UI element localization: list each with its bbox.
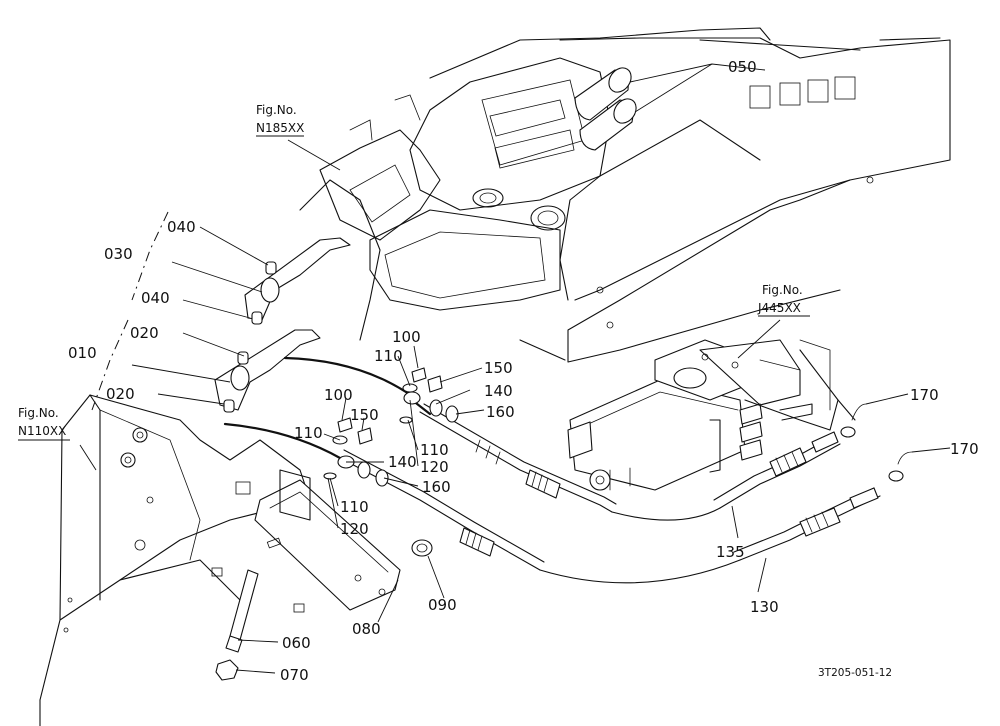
part-label-040-lower: 040 [141, 289, 170, 307]
part-label-140-lower: 140 [388, 453, 417, 471]
part-label-010: 010 [68, 344, 97, 362]
joystick-levers [574, 67, 637, 151]
part-label-130: 130 [750, 598, 779, 616]
part-label-050: 050 [728, 58, 757, 76]
control-valve [567, 339, 856, 491]
part-label-110-mid: 110 [420, 441, 449, 459]
hardware-lower [323, 417, 389, 487]
frame-panel [39, 394, 311, 726]
fig-ref-top-title: Fig.No. [256, 103, 297, 117]
part-label-060: 060 [282, 634, 311, 652]
part-label-040-upper: 040 [167, 218, 196, 236]
part-label-135: 135 [716, 543, 745, 561]
fig-ref-left-title: Fig.No. [18, 406, 59, 420]
fig-ref-right-title: Fig.No. [762, 283, 803, 297]
grommet-090 [411, 539, 433, 557]
part-label-020-upper: 020 [130, 324, 159, 342]
part-label-160-upper: 160 [486, 403, 515, 421]
part-label-120-upper: 120 [420, 458, 449, 476]
clevis-pin-170-lower [888, 451, 913, 482]
nut-070 [215, 659, 239, 681]
part-label-170-lower: 170 [950, 440, 979, 458]
part-label-160-lower: 160 [422, 478, 451, 496]
fig-ref-top-code: N185XX [256, 121, 304, 135]
part-label-020-lower: 020 [106, 385, 135, 403]
part-label-080: 080 [352, 620, 381, 638]
bolt-060 [225, 569, 259, 653]
part-label-110-upper: 110 [374, 347, 403, 365]
part-label-170-upper: 170 [910, 386, 939, 404]
clevis-pin-170-upper [840, 403, 867, 438]
part-label-150-upper: 150 [484, 359, 513, 377]
drawing-code: 3T205-051-12 [818, 667, 892, 679]
part-label-090: 090 [428, 596, 457, 614]
cable-assembly-135 [419, 403, 841, 521]
part-label-070: 070 [280, 666, 309, 684]
part-label-140-upper: 140 [484, 382, 513, 400]
cable-130 [223, 422, 342, 460]
part-label-110-left: 110 [294, 424, 323, 442]
fig-ref-left-code: N110XX [18, 424, 66, 438]
console-body [299, 27, 951, 363]
reference-line-030 [131, 211, 169, 301]
part-label-030: 030 [104, 245, 133, 263]
part-label-120-lower: 120 [340, 520, 369, 538]
part-label-100-upper: 100 [392, 328, 421, 346]
lever-arm-010 [214, 329, 321, 413]
part-label-110-lower: 110 [340, 498, 369, 516]
hardware-upper [399, 367, 459, 424]
leader-lines [79, 63, 951, 674]
part-label-100-lower: 100 [324, 386, 353, 404]
part-label-150-lower: 150 [350, 406, 379, 424]
bracket-080 [254, 469, 401, 611]
fig-ref-right-code: J445XX [757, 301, 801, 315]
lever-arm-030 [244, 237, 351, 325]
